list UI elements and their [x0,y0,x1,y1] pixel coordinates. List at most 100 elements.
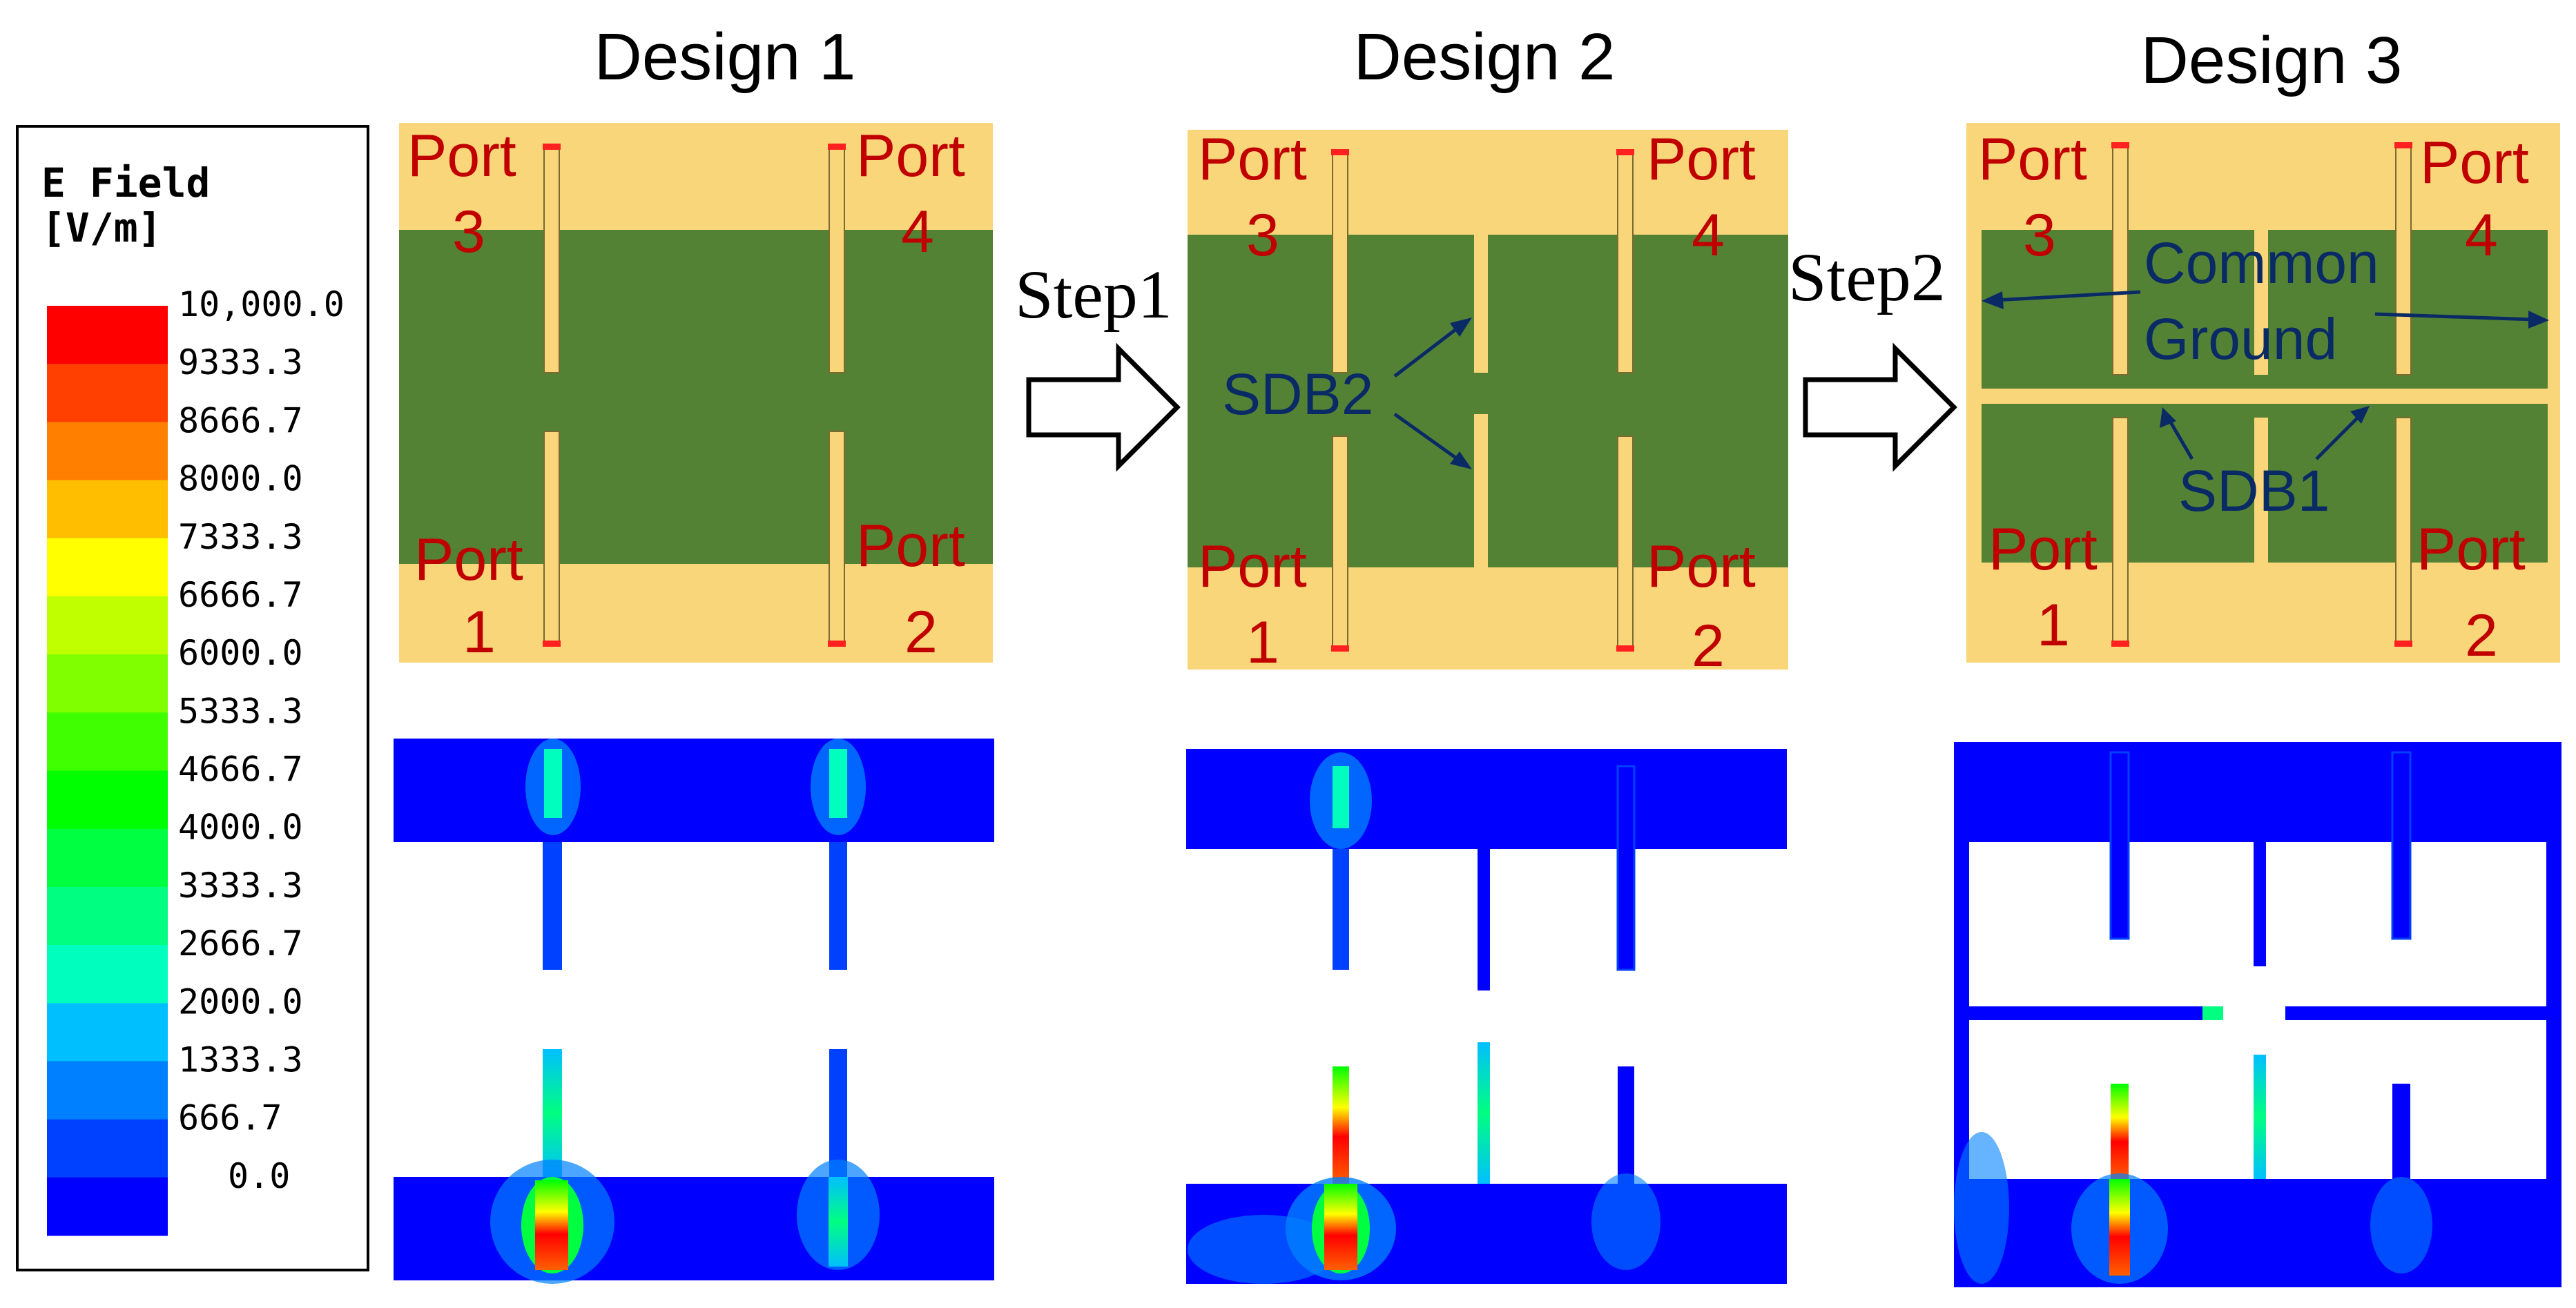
port-3-number: 3 [1246,202,1279,269]
port-1-number: 1 [2037,592,2070,658]
feed-line-2 [829,431,845,646]
design-2-field-map [1186,749,1787,1284]
block-arrow-icon [1026,342,1181,472]
legend-title-line1: E Field [41,159,210,206]
legend-swatch [47,538,168,597]
legend-tick-label: 6000.0 [178,633,303,673]
legend-tick-labels: 10,000.0 9333.3 8666.7 8000.0 7333.3 6666.7 60… [178,284,345,1196]
legend-swatch [47,770,168,830]
port-3-label: Port [407,123,516,189]
feed-line-field [829,842,847,970]
legend-swatch [47,1003,168,1062]
step-2: Step2 [1788,239,1957,472]
legend-tick-label: 8000.0 [178,459,303,499]
legend-tick-label: 2666.7 [178,924,303,964]
field-sdb1-right [2285,1006,2546,1020]
port-1-label: Port [414,527,523,593]
design-1-title: Design 1 [594,20,856,94]
feed-line-3 [2112,143,2129,375]
step-1: Step1 [1015,256,1181,472]
common-ground-arrow-left [1995,290,2141,302]
efield-legend: E Field [V/m] 10,000.09333.38666.78000.0… [16,125,369,1271]
legend-tick-label: 10,000.0 [178,284,345,324]
sdb1-label: SDB1 [2178,458,2330,523]
feed-line-3 [1332,150,1348,373]
port-4-marker [1616,149,1634,155]
port-2-number: 2 [904,599,938,665]
legend-colorbar [47,306,168,1236]
hotspot [2109,1179,2130,1276]
field-frame-right [2546,742,2562,1287]
feed-line-3 [543,144,560,373]
port-4-label: Port [1647,126,1756,193]
sdb2-slot-field [2254,842,2266,966]
port-4-marker [828,144,846,150]
legend-tick-label: 7333.3 [178,517,303,557]
arrowhead-icon [1450,451,1472,469]
port-2-label: Port [2417,516,2526,583]
legend-tick-label: 666.7 [178,1098,282,1138]
design-2-title: Design 2 [1354,20,1616,94]
feed-line-field [543,842,562,970]
legend-tick-label: 3333.3 [178,866,303,906]
feed-line-field [1618,1066,1634,1184]
sdb2-slot-field [1478,849,1490,990]
arrowhead-icon [2160,407,2176,428]
common-ground-label-line2: Ground [2144,306,2337,371]
legend-tick-label: 9333.3 [178,342,303,382]
sdb2-slot-upper [1474,235,1488,373]
port-1-label: Port [1198,534,1307,600]
step-1-label: Step1 [1015,256,1172,333]
common-ground-arrow-right [2374,312,2535,322]
sdb1-arrow-left [2166,416,2194,460]
port-4-number: 4 [1692,202,1725,269]
legend-swatch [47,945,168,1004]
port-2-number: 2 [2465,603,2498,669]
port-2-marker [2394,641,2412,647]
port-3-label: Port [1198,126,1307,193]
legend-swatch [47,886,168,946]
feed-line-field [829,749,847,818]
field-sdb1-left-tip [2202,1006,2223,1020]
port-3-number: 3 [452,199,485,265]
field-top-strip [1186,749,1787,849]
legend-swatch [47,422,168,481]
design-1-layout: Port 3 Port 4 Port 1 Port 2 [399,123,993,665]
feed-line-2 [2395,417,2412,646]
design-3-layout: Port 3 Port 4 Port 1 Port 2 Common Groun… [1966,123,2560,669]
feed-line-field [2392,1084,2410,1180]
port-4-marker [2394,142,2412,148]
legend-tick-label: 1333.3 [178,1039,303,1080]
port-3-marker [543,144,561,150]
legend-swatch [47,596,168,655]
feed-line-field [1333,1066,1349,1184]
feed-line-4 [2395,143,2412,375]
block-arrow-icon [1803,342,1957,472]
legend-tick-label: 0.0 [228,1156,290,1196]
design-3-title: Design 3 [2141,23,2403,97]
feed-line-field [1616,765,1636,971]
legend-swatch [47,828,168,888]
legend-swatch [47,712,168,771]
hotspot [1324,1184,1357,1270]
sdb2-label: SDB2 [1222,362,1373,427]
feed-line-1 [1332,436,1348,651]
legend-tick-label: 4666.7 [178,750,303,790]
port-3-marker [2111,142,2129,148]
field-glow [2370,1177,2432,1273]
legend-tick-label: 6666.7 [178,575,303,615]
legend-tick-label: 8666.7 [178,400,303,440]
feed-line-4 [829,144,845,373]
feed-line-field [2111,1084,2129,1180]
legend-swatch [47,1119,168,1178]
port-1-number: 1 [1246,609,1279,676]
legend-swatch [47,1061,168,1120]
legend-swatch [47,654,168,713]
feed-line-field [1333,766,1349,828]
sdb2-slot-field [1478,1042,1490,1184]
feed-line-4 [1617,150,1634,373]
legend-swatch [47,306,168,364]
legend-swatch [47,364,168,422]
port-2-marker [828,641,846,647]
